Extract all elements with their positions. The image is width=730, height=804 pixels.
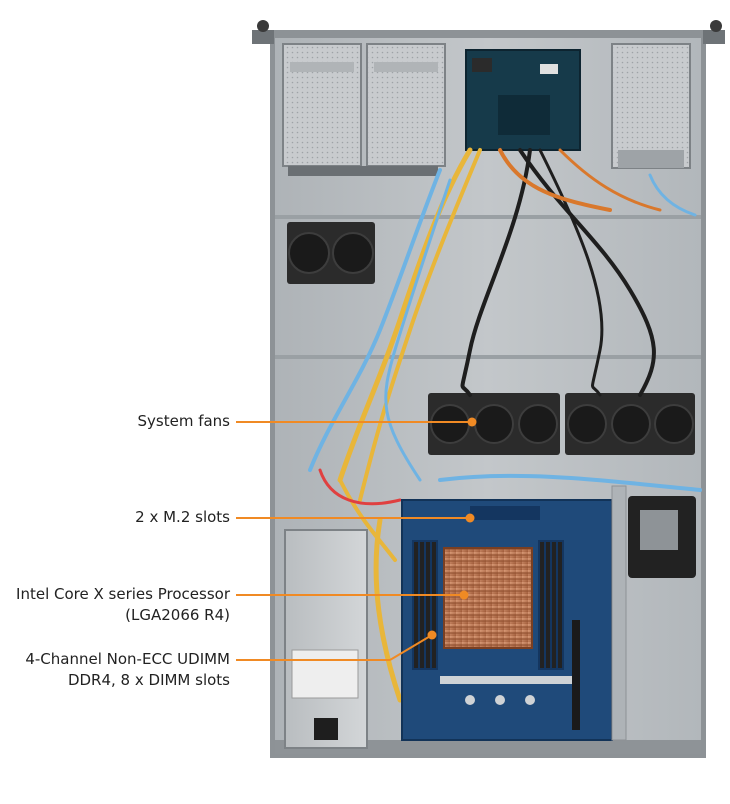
callout-label-dimm: 4-Channel Non-ECC UDIMM DDR4, 8 x DIMM s… <box>25 649 230 691</box>
power-supply <box>284 529 368 749</box>
motherboard <box>401 499 613 741</box>
backplane-board <box>465 49 581 151</box>
cables <box>308 147 702 703</box>
callout-line-dimm-diagonal <box>389 634 433 661</box>
callout-label-processor: Intel Core X series Processor (LGA2066 R… <box>16 584 230 626</box>
drive-bays <box>282 43 446 176</box>
callout-label-m2-slots: 2 x M.2 slots <box>135 507 230 528</box>
callout-text: 4-Channel Non-ECC UDIMM <box>25 650 230 668</box>
callout-dot-processor <box>459 590 469 600</box>
callout-text: DDR4, 8 x DIMM slots <box>67 671 230 689</box>
callout-lines <box>236 421 472 661</box>
callout-text: (LGA2066 R4) <box>125 606 230 624</box>
callout-dot-m2-slots <box>465 513 475 523</box>
callout-dot-system-fans <box>467 417 477 427</box>
callout-text: System fans <box>137 412 231 430</box>
drive-bay-right <box>611 43 691 169</box>
system-fans-row <box>428 393 695 455</box>
callout-dots <box>427 417 477 640</box>
upper-fans <box>287 222 375 284</box>
riser-card <box>611 485 696 741</box>
callout-dot-dimm <box>427 630 437 640</box>
callout-text: 2 x M.2 slots <box>135 508 230 526</box>
callout-text: Intel Core X series Processor <box>16 585 230 603</box>
callout-label-system-fans: System fans <box>138 411 231 432</box>
